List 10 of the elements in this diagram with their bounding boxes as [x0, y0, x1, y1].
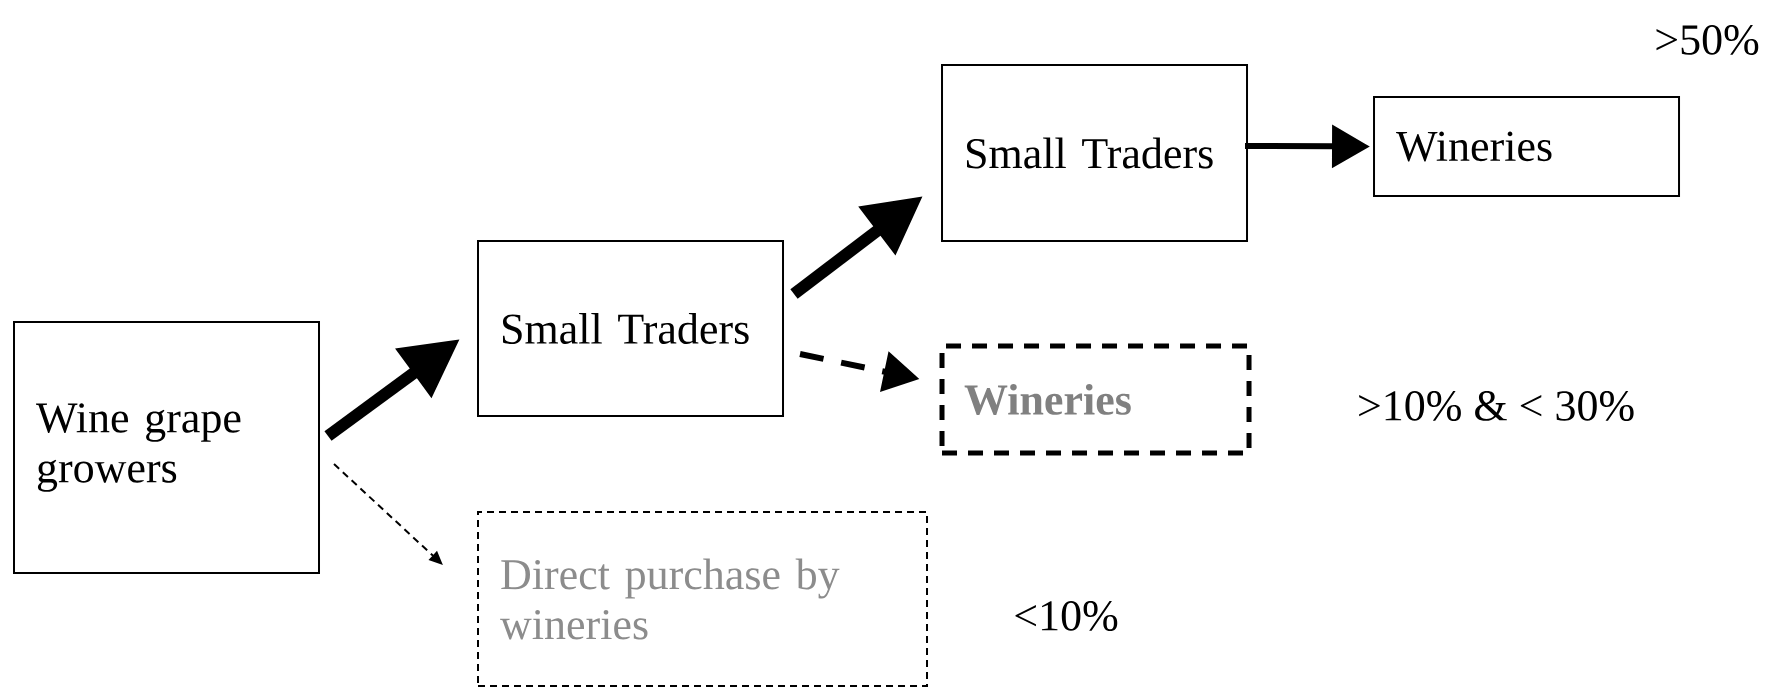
box: Small Traders	[941, 64, 1248, 242]
dashed-box: Wineries	[939, 343, 1252, 456]
box: Wine grape growers	[13, 321, 320, 574]
percentage-label: >50%	[1656, 25, 1759, 55]
arrow	[333, 463, 443, 565]
dashed-box: Direct purchase by wineries	[477, 511, 928, 687]
box: Wineries	[1373, 96, 1680, 197]
percentage-label: <10%	[1015, 601, 1118, 631]
box: Small Traders	[477, 240, 784, 417]
percentage-label: >10% & < 30%	[1359, 391, 1634, 421]
